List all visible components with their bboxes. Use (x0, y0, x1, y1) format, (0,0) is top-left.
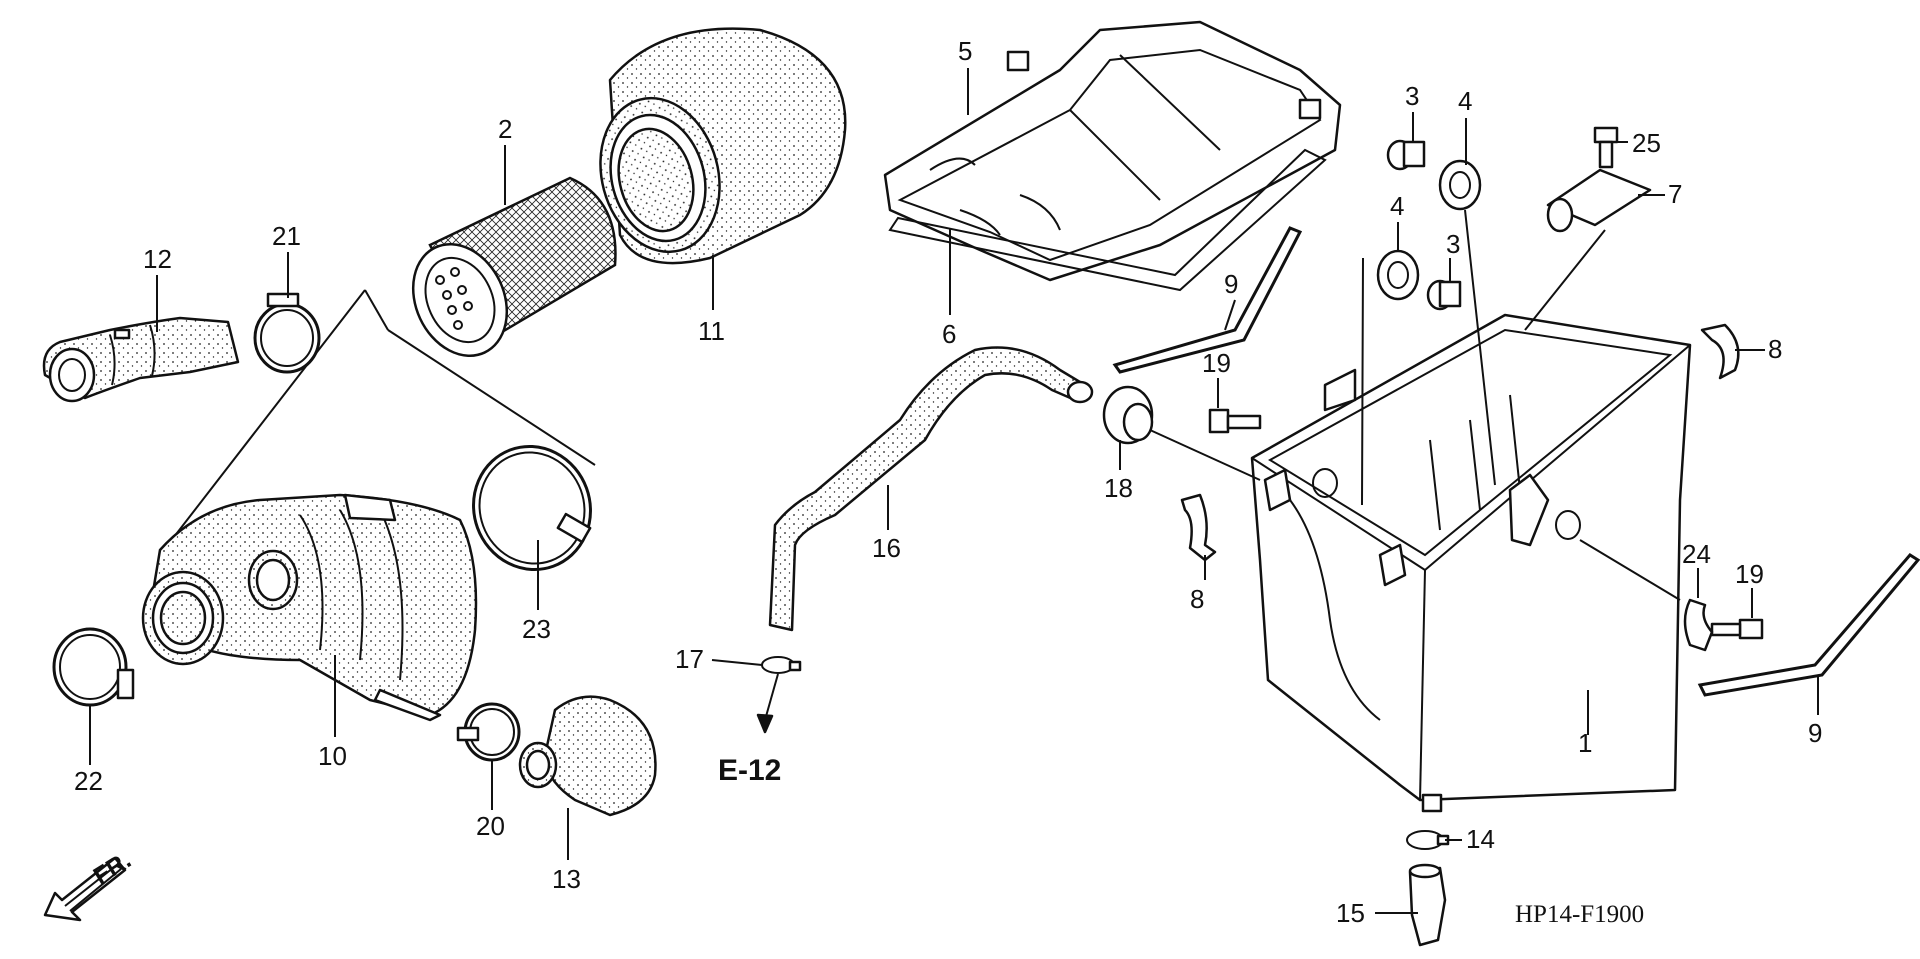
callout-8: 8 (1768, 334, 1782, 364)
callout-15: 15 (1336, 898, 1365, 928)
part-9-spring-lower (1697, 553, 1920, 697)
callout-5: 5 (958, 36, 972, 66)
part-2-filter-element (411, 176, 617, 358)
part-8-clip-middle (1180, 493, 1217, 562)
callout-10: 10 (318, 741, 347, 771)
callout-6: 6 (942, 319, 956, 349)
part-7-bracket (1546, 168, 1652, 233)
part-14-clip (1406, 830, 1450, 850)
part-5-cover (883, 20, 1342, 282)
part-1-case (1250, 313, 1692, 813)
callout-9: 9 (1224, 269, 1238, 299)
callout-24: 24 (1682, 539, 1711, 569)
callout-3: 3 (1405, 81, 1419, 111)
callout-8: 8 (1190, 584, 1204, 614)
callout-12: 12 (143, 244, 172, 274)
assembly-guide-lines (159, 289, 596, 556)
front-direction-indicator: FR. (43, 847, 136, 922)
reference-label: E-12 (718, 754, 781, 787)
leader-lines (89, 68, 1819, 914)
part-3-collar-upper (1386, 139, 1426, 171)
part-4-grommet-lower (1376, 249, 1420, 301)
part-15-drain-plug (1408, 863, 1447, 947)
callout-4: 4 (1458, 86, 1472, 116)
callout-19: 19 (1735, 559, 1764, 589)
callout-11: 11 (698, 316, 725, 346)
part-9-spring-upper (1112, 226, 1303, 374)
callout-25: 25 (1632, 128, 1661, 158)
part-16-breather-tube (768, 346, 1094, 632)
part-6-gasket (888, 148, 1327, 292)
part-13-drain-boot (518, 695, 657, 817)
callouts: 1 2 3 3 4 4 5 6 7 8 8 9 9 10 11 12 13 14… (74, 36, 1822, 928)
part-21-hose-clamp (253, 292, 321, 374)
part-19-bolt-upper (1208, 408, 1262, 434)
callout-14: 14 (1466, 824, 1495, 854)
part-25-bolt (1593, 126, 1619, 169)
callout-13: 13 (552, 864, 581, 894)
part-12-intake-tube (42, 316, 240, 403)
part-4-grommet-upper (1438, 159, 1482, 211)
callout-18: 18 (1104, 473, 1133, 503)
callout-4: 4 (1390, 191, 1404, 221)
callout-9: 9 (1808, 718, 1822, 748)
callout-1: 1 (1578, 728, 1592, 758)
callout-16: 16 (872, 533, 901, 563)
part-11-foam-filter (599, 27, 847, 265)
callout-20: 20 (476, 811, 505, 841)
part-24-clip (1683, 598, 1714, 652)
part-10-connecting-tube (141, 493, 478, 722)
part-17-clip (761, 656, 802, 674)
callout-17: 17 (675, 644, 704, 674)
part-8-clip-right (1700, 323, 1740, 380)
part-23-large-clamp (472, 444, 592, 572)
callout-7: 7 (1668, 179, 1682, 209)
diagram-code: HP14-F1900 (1515, 901, 1644, 928)
part-19-bolt-right (1710, 618, 1764, 640)
callout-23: 23 (522, 614, 551, 644)
part-3-collar-lower (1426, 279, 1462, 311)
callout-21: 21 (272, 221, 301, 251)
part-18-grommet (1102, 385, 1154, 445)
part-22-clamp (52, 627, 135, 707)
ref-arrow (756, 673, 779, 734)
part-20-small-clamp (456, 702, 521, 762)
callout-19: 19 (1202, 348, 1231, 378)
callout-22: 22 (74, 766, 103, 796)
callout-3: 3 (1446, 229, 1460, 259)
callout-2: 2 (498, 114, 512, 144)
